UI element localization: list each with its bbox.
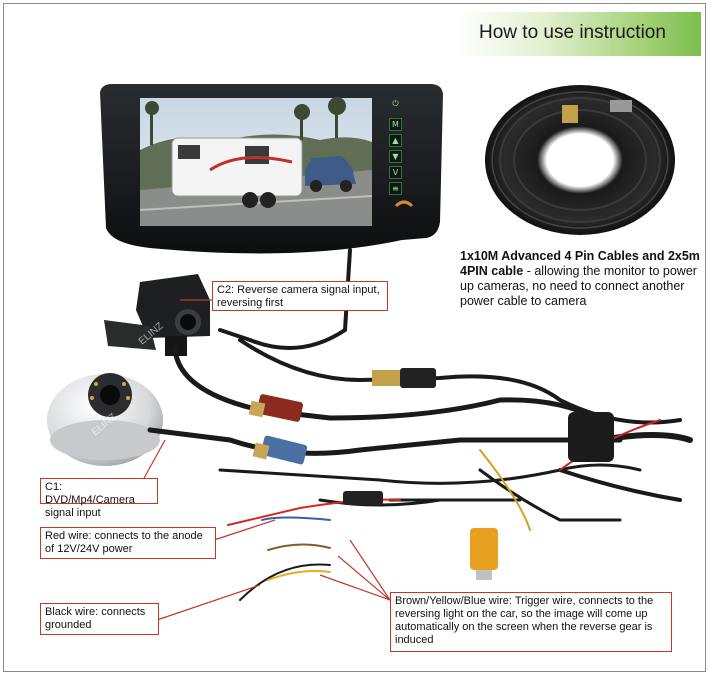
- rca-yellow: [470, 528, 498, 570]
- callout-trigger-wire: Brown/Yellow/Blue wire: Trigger wire, co…: [390, 592, 672, 652]
- callout-c2-text: C2: Reverse camera signal input, reversi…: [217, 284, 380, 309]
- cable-description-text: - allowing the monitor to power up camer…: [460, 264, 697, 308]
- header-title: How to use instruction: [479, 22, 666, 43]
- callout-c1-text: C1: DVD/Mp4/Camera signal input: [45, 481, 135, 519]
- callout-c1: C1: DVD/Mp4/Camera signal input: [40, 478, 158, 519]
- cable-coil: [485, 85, 675, 235]
- mirror-monitor: [100, 84, 443, 254]
- callout-red-wire: Red wire: connects to the anode of 12V/2…: [40, 527, 216, 559]
- header-banner: How to use instruction: [457, 12, 701, 56]
- power-icon[interactable]: ⏻: [392, 99, 399, 108]
- wiring-harness: [147, 248, 693, 601]
- callout-black-wire: Black wire: connects grounded: [40, 603, 159, 635]
- voltage-icon[interactable]: V: [389, 166, 402, 179]
- callout-lines: [142, 299, 391, 621]
- callout-black-wire-text: Black wire: connects grounded: [45, 606, 146, 631]
- up-icon[interactable]: ▲: [389, 134, 402, 147]
- down-icon[interactable]: ▼: [389, 150, 402, 163]
- callout-red-wire-text: Red wire: connects to the anode of 12V/2…: [45, 530, 203, 555]
- cable-description-bold: 1x10M Advanced 4 Pin Cables and 2x5m 4PI…: [460, 249, 700, 278]
- menu-icon[interactable]: M: [389, 118, 402, 131]
- callout-trigger-wire-text: Brown/Yellow/Blue wire: Trigger wire, co…: [395, 595, 654, 646]
- camera-dome: [47, 373, 163, 466]
- cable-description: 1x10M Advanced 4 Pin Cables and 2x5m 4PI…: [460, 249, 700, 309]
- connectors: [248, 368, 614, 580]
- callout-c2: C2: Reverse camera signal input, reversi…: [212, 281, 388, 311]
- camera-square: [104, 274, 210, 356]
- mode-icon[interactable]: ≡: [389, 182, 402, 195]
